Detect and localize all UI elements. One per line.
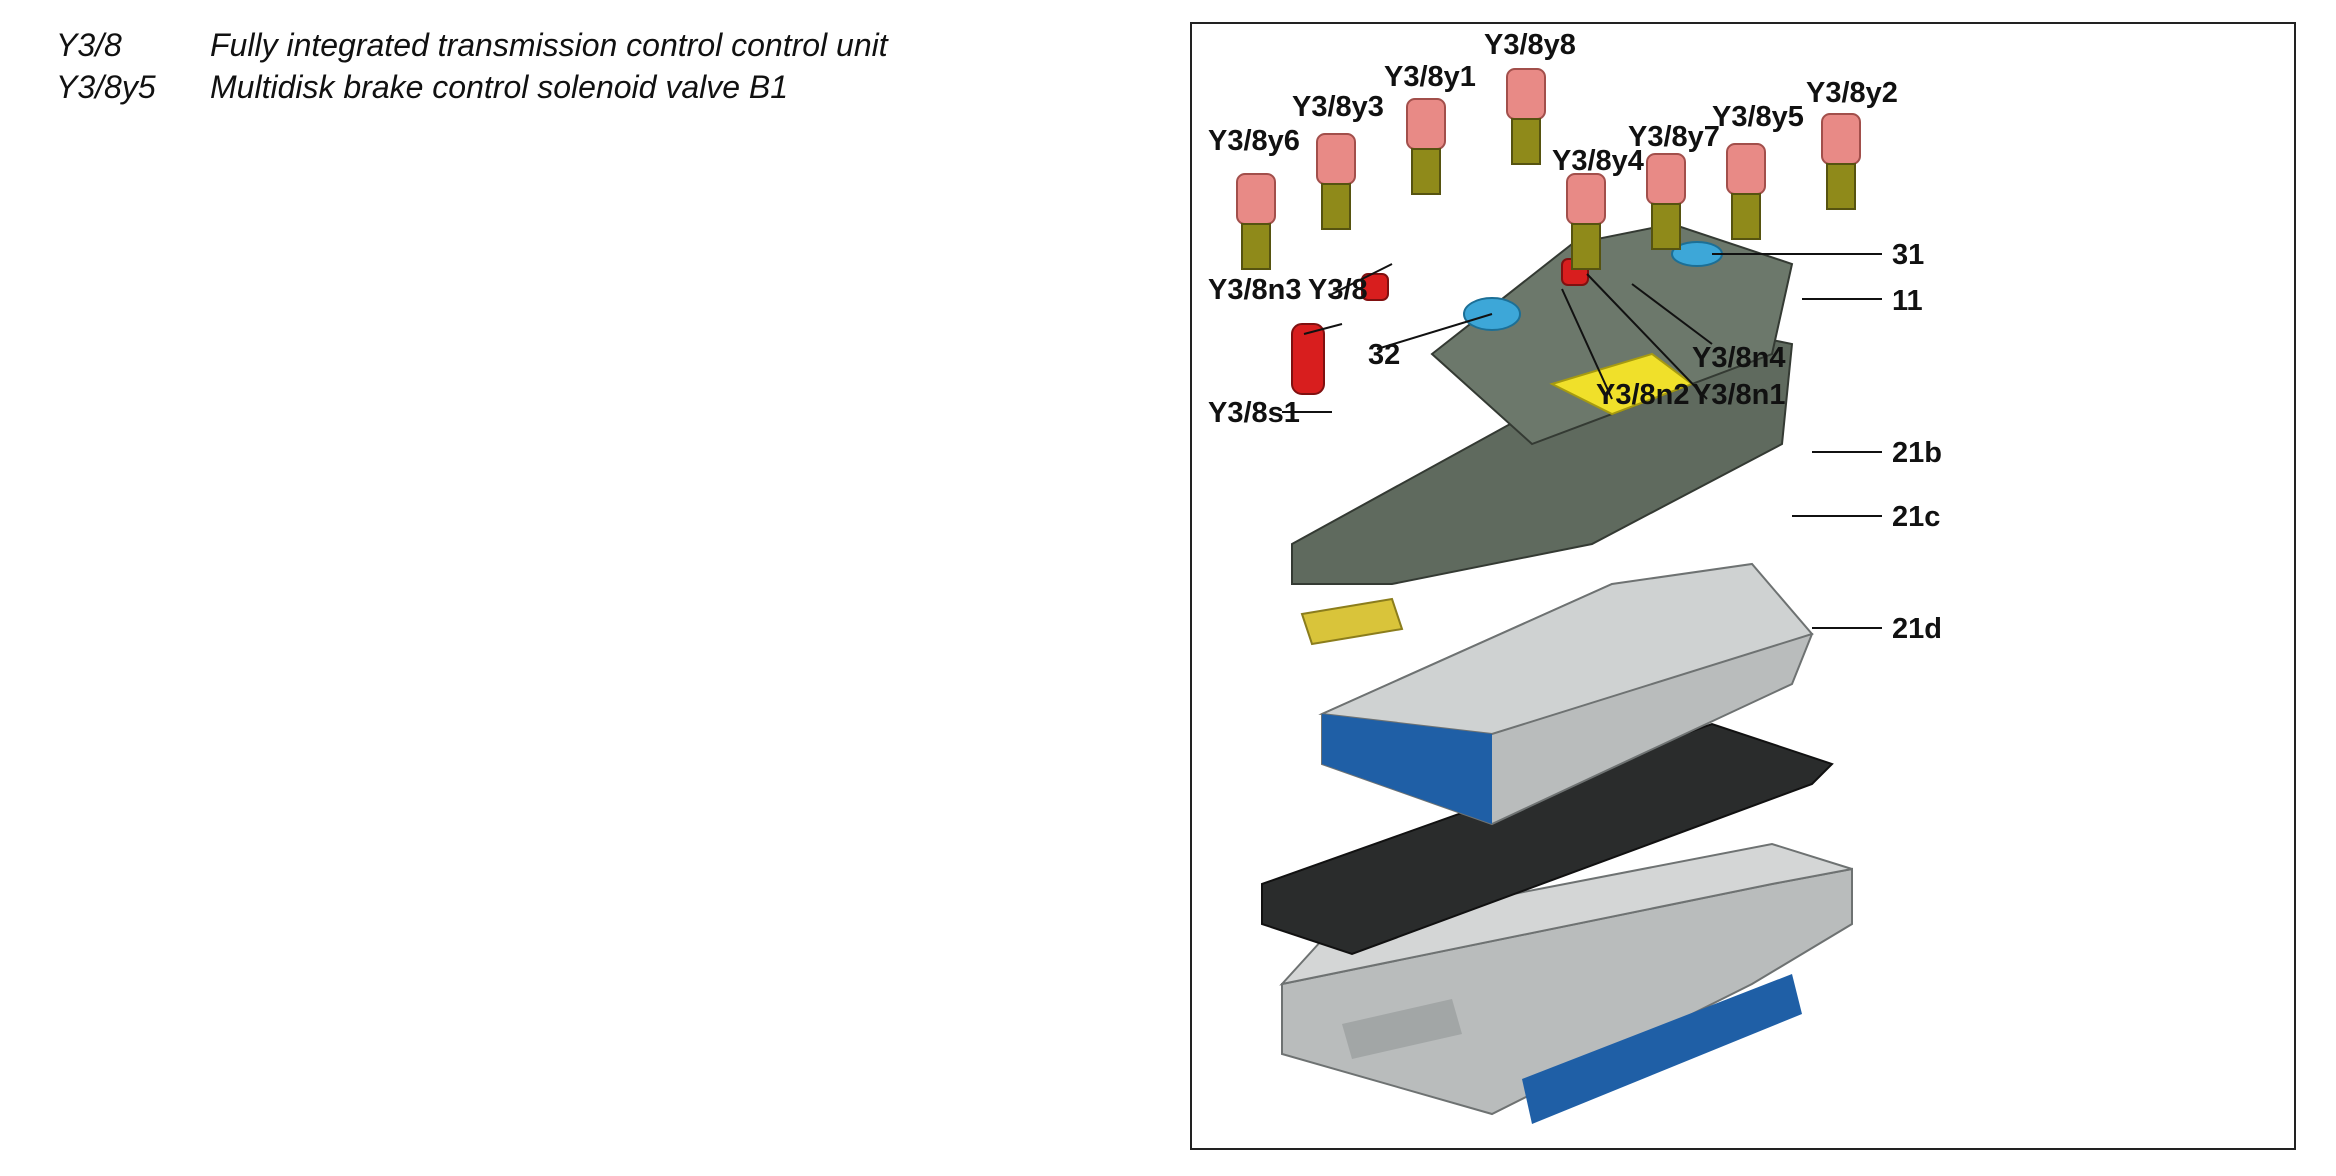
label-y3-8y4: Y3/8y4: [1552, 145, 1644, 177]
solenoid-y3-8y5: [1726, 143, 1766, 240]
label-y3-8y7: Y3/8y7: [1628, 121, 1720, 153]
label-y3-8n2: Y3/8n2: [1596, 379, 1690, 411]
label-y3-8s1: Y3/8s1: [1208, 397, 1300, 429]
solenoid-y3-8y8: [1506, 68, 1546, 165]
label-y3-8y1: Y3/8y1: [1384, 61, 1476, 93]
solenoid-y3-8y6: [1236, 173, 1276, 270]
label-y3-8y8: Y3/8y8: [1484, 29, 1576, 61]
label-y3-8: Y3/8: [1308, 274, 1368, 306]
solenoid-y3-8y4: [1566, 173, 1606, 270]
label-y3-8y6: Y3/8y6: [1208, 125, 1300, 157]
leader-lines: [1282, 253, 1882, 629]
label-y3-8y2: Y3/8y2: [1806, 77, 1898, 109]
legend-code: Y3/8: [56, 27, 122, 63]
switch-y3-8s1: [1300, 597, 1404, 646]
solenoid-y3-8y1: [1406, 98, 1446, 195]
solenoid-y3-8y3: [1316, 133, 1356, 230]
label-y3-8n3: Y3/8n3: [1208, 274, 1302, 306]
legend-row: Y3/8y5 Multidisk brake control solenoid …: [56, 66, 888, 108]
legend: Y3/8 Fully integrated transmission contr…: [56, 24, 888, 108]
label-21d: 21d: [1892, 613, 1942, 645]
label-y3-8y5: Y3/8y5: [1712, 101, 1804, 133]
exploded-view-figure: Y3/8y8 Y3/8y1 Y3/8y3 Y3/8y2 Y3/8y5 Y3/8y…: [1190, 22, 2296, 1150]
label-21c: 21c: [1892, 501, 1940, 533]
exploded-view-drawing: Y3/8y8 Y3/8y1 Y3/8y3 Y3/8y2 Y3/8y5 Y3/8y…: [1208, 29, 1942, 1124]
solenoid-y3-8y2: [1821, 113, 1861, 210]
valve-body-21d: [1279, 842, 1853, 1124]
legend-description: Fully integrated transmission control co…: [210, 27, 888, 63]
label-y3-8n1: Y3/8n1: [1692, 379, 1786, 411]
label-y3-8y3: Y3/8y3: [1292, 91, 1384, 123]
legend-description: Multidisk brake control solenoid valve B…: [210, 69, 789, 105]
solenoid-y3-8y7: [1646, 153, 1686, 250]
label-11: 11: [1892, 285, 1923, 317]
speed-sensor-y3-8n3: [1291, 323, 1325, 395]
speed-sensor-y3-8n2: [1361, 273, 1389, 301]
legend-row: Y3/8 Fully integrated transmission contr…: [56, 24, 888, 66]
label-31: 31: [1892, 239, 1924, 271]
legend-code: Y3/8y5: [56, 69, 156, 105]
valve-body-21b: [1318, 562, 1814, 826]
label-y3-8n4: Y3/8n4: [1692, 342, 1786, 374]
label-21b: 21b: [1892, 437, 1942, 469]
separator-plate-21c: [1261, 722, 1834, 956]
label-32: 32: [1368, 339, 1400, 371]
